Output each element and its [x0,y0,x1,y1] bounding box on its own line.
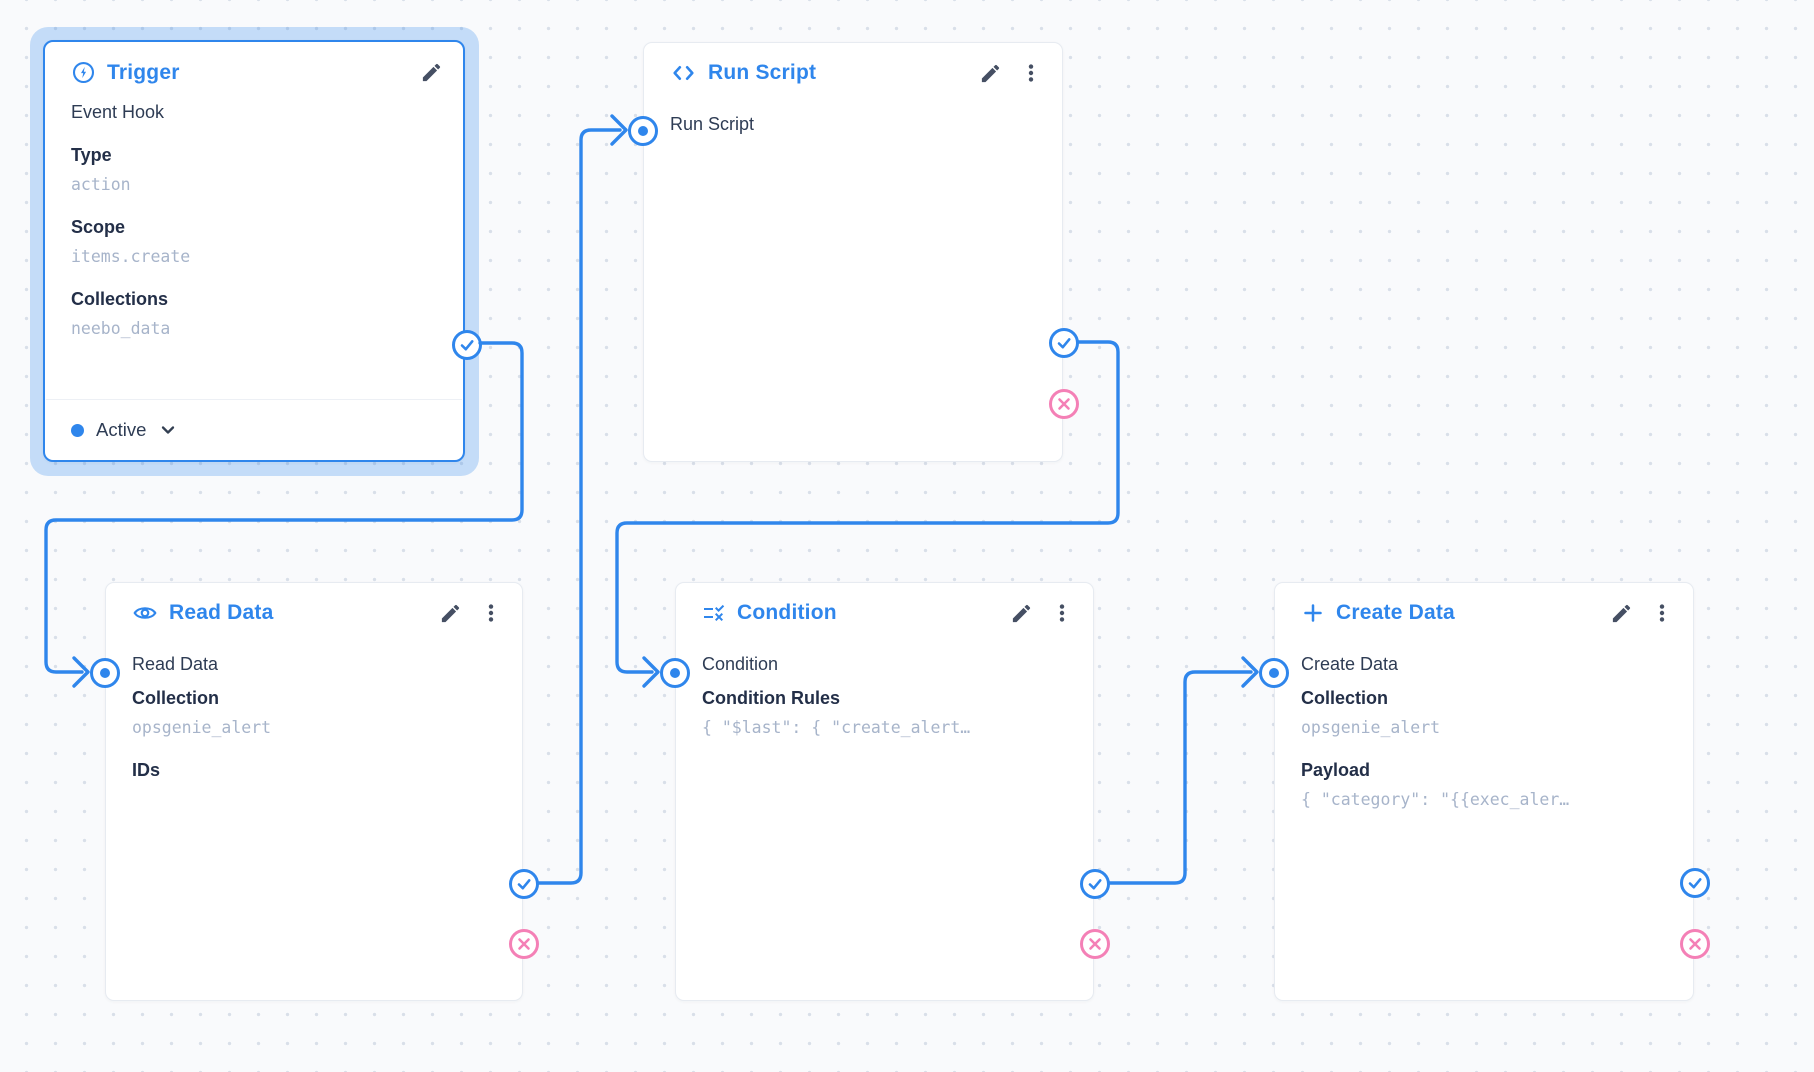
field-value: neebo_data [71,319,171,338]
arrowhead-icon [610,114,628,146]
node-create-data[interactable]: Create Data Create Data Collection [1259,582,1710,1001]
field-value: opsgenie_alert [132,718,272,737]
input-label: Read Data [132,654,219,674]
x-icon [1089,938,1101,950]
rule-icon [702,601,726,625]
condition-resolve-connector[interactable] [1080,869,1110,899]
field-value: { "$last": { "create_alert… [702,718,971,737]
status-dot [71,423,84,437]
x-icon [1689,938,1701,950]
connector-dot [670,668,680,678]
kebab-menu-button[interactable] [1651,602,1673,624]
input-label: Condition [702,654,779,674]
read-data-resolve-connector[interactable] [509,869,539,899]
status-label: Active [96,419,147,440]
condition-reject-connector[interactable] [1080,929,1110,959]
wire-condition-to-create-data [1107,670,1253,885]
bolt-circle-icon [71,60,96,85]
field-value: items.create [71,247,191,266]
trigger-event-type: Event Hook [71,102,165,122]
check-icon [517,879,531,890]
code-icon [670,61,697,85]
input-label: Create Data [1301,654,1399,674]
trigger-status-dropdown[interactable]: Active [45,400,463,460]
field-label: Collection [132,688,220,708]
create-data-resolve-connector[interactable] [1680,868,1710,898]
run-script-reject-connector[interactable] [1049,389,1079,419]
field-label: Collection [1301,688,1389,708]
run-script-resolve-connector[interactable] [1049,328,1079,358]
edit-button[interactable] [1010,602,1033,625]
field-label: Condition Rules [702,688,840,708]
arrowhead-icon [642,656,660,688]
check-icon [460,340,474,351]
kebab-menu-button[interactable] [480,602,502,624]
x-icon [518,938,530,950]
plus-icon [1301,601,1325,625]
edit-button[interactable] [439,602,462,625]
field-label: Payload [1301,760,1371,780]
wire-read-data-to-run-script [536,128,622,885]
kebab-menu-button[interactable] [1020,62,1042,84]
node-run-script[interactable]: Run Script Run Script [628,42,1079,462]
field-value: opsgenie_alert [1301,718,1441,737]
field-label: IDs [132,760,161,780]
field-value: { "category": "{{exec_aler… [1301,790,1570,809]
connector-dot [100,668,110,678]
check-icon [1057,338,1071,349]
node-condition[interactable]: Condition Condition Condition Rules [660,582,1110,1001]
node-title: Trigger [107,60,180,84]
connector-dot [638,126,648,136]
chevron-down-icon [162,426,175,434]
node-title: Create Data [1336,601,1455,624]
read-data-input-connector[interactable] [90,658,120,688]
field-label: Type [71,145,112,165]
node-read-data[interactable]: Read Data Read Data Collection [90,582,539,1001]
condition-input-connector[interactable] [660,658,690,688]
node-trigger[interactable]: Trigger Event Hook Type action Scope ite… [43,40,482,462]
check-icon [1088,879,1102,890]
field-value: action [71,175,131,194]
create-data-input-connector[interactable] [1259,658,1289,688]
trigger-resolve-connector[interactable] [452,330,482,360]
node-title: Condition [737,601,837,624]
check-icon [1688,878,1702,889]
create-data-reject-connector[interactable] [1680,929,1710,959]
field-label: Scope [71,217,126,237]
arrowhead-icon [1241,656,1259,688]
field-label: Collections [71,289,169,309]
kebab-menu-button[interactable] [1051,602,1073,624]
input-label: Run Script [670,114,755,134]
eye-icon [132,601,158,625]
edit-button[interactable] [420,61,443,84]
read-data-reject-connector[interactable] [509,929,539,959]
arrowhead-icon [72,656,90,688]
edit-button[interactable] [1610,602,1633,625]
connector-dot [1269,668,1279,678]
run-script-input-connector[interactable] [628,116,658,146]
x-icon [1058,398,1070,410]
node-title: Read Data [169,601,274,624]
node-title: Run Script [708,61,817,84]
edit-button[interactable] [979,62,1002,85]
